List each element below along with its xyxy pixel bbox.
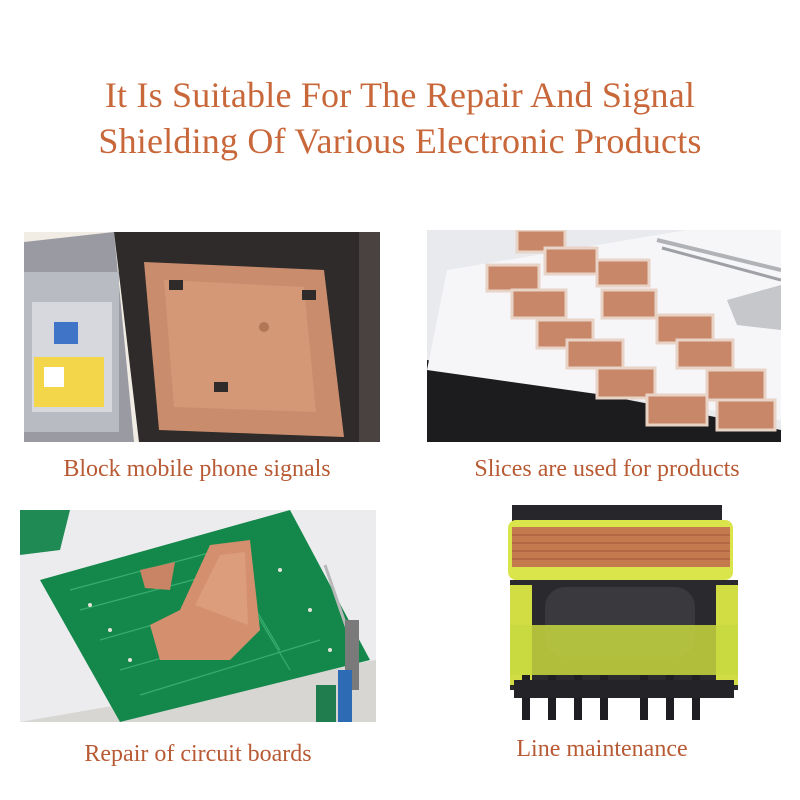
caption-slices-used-for-products: Slices are used for products (474, 456, 740, 482)
caption-block-mobile-phone-signals: Block mobile phone signals (63, 456, 331, 482)
photo-circuit-board-repair (20, 510, 376, 722)
photo-copper-slices (427, 230, 781, 442)
page-title-line-1: It Is Suitable For The Repair And Signal (104, 75, 696, 115)
page-title: It Is Suitable For The Repair And Signal… (0, 72, 800, 164)
caption-repair-of-circuit-boards: Repair of circuit boards (84, 741, 312, 767)
photo-transformer-line-maintenance (430, 505, 774, 720)
photo-laptop-copper-foil (24, 232, 380, 442)
caption-line-maintenance: Line maintenance (516, 736, 688, 762)
page-title-line-2: Shielding Of Various Electronic Products (98, 121, 702, 161)
